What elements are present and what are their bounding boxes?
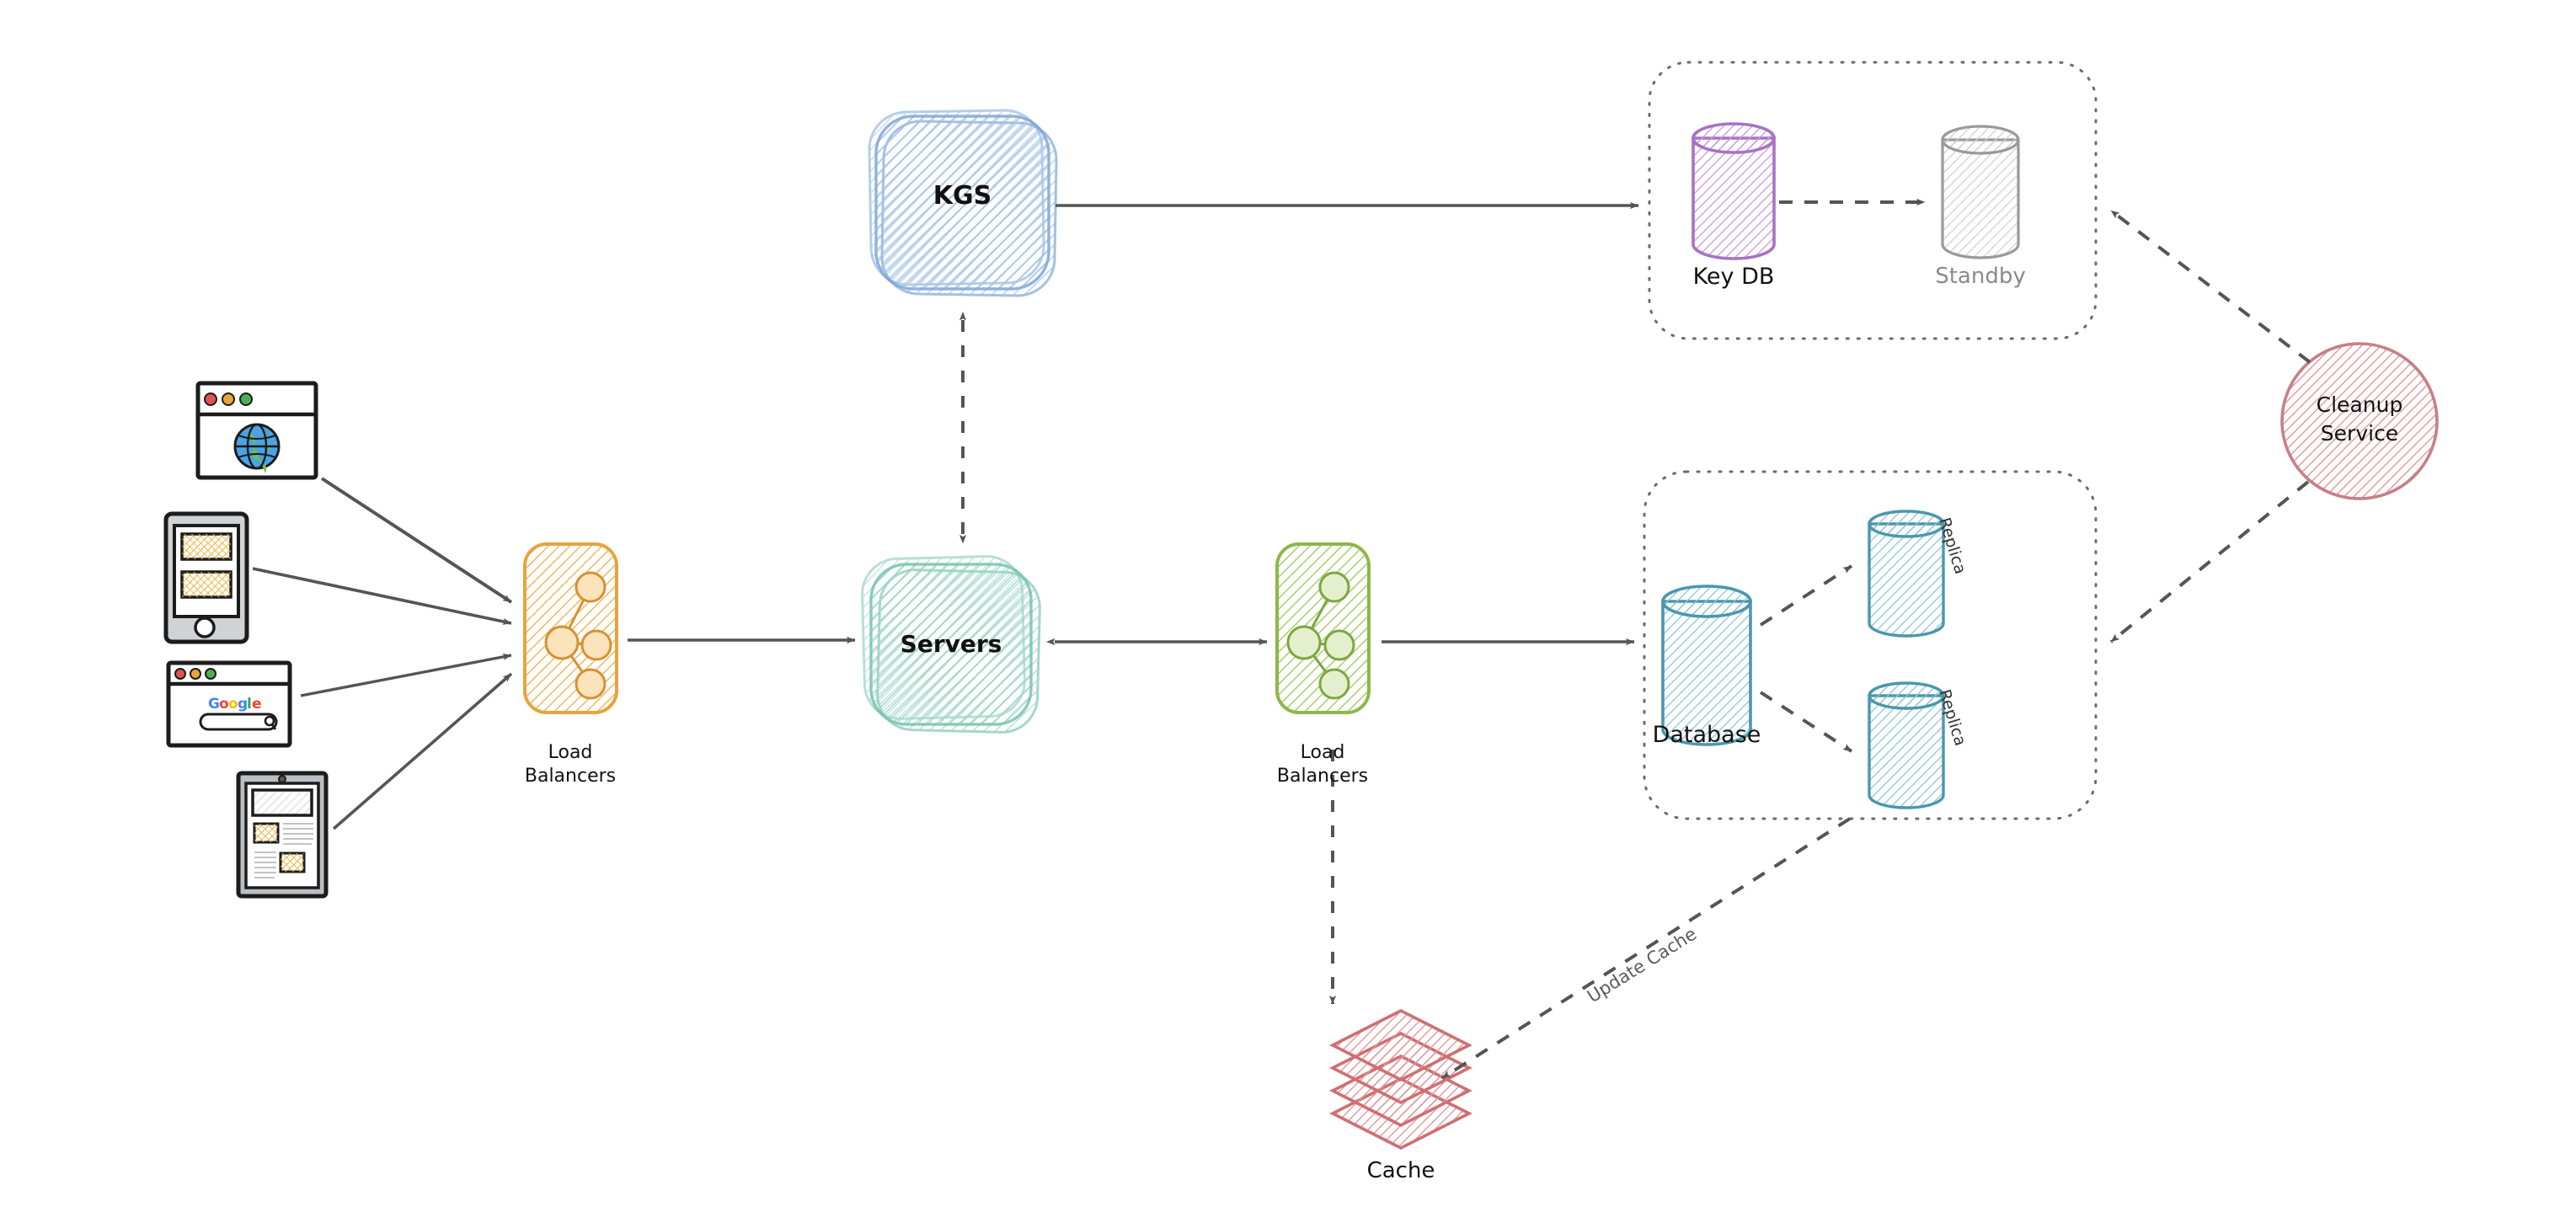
svg-text:o: o <box>219 696 229 713</box>
edge-database-to-cache <box>1440 817 1852 1080</box>
node-graph-icon <box>544 571 612 700</box>
node-cache[interactable] <box>1329 1008 1472 1151</box>
client-tablet[interactable] <box>236 771 329 899</box>
edge-database-to-replica-top <box>1759 564 1853 627</box>
client-browser-globe[interactable] <box>195 381 318 480</box>
globe-icon <box>233 423 281 473</box>
client-browser-search[interactable]: G o o g l e <box>166 660 292 748</box>
svg-text:e: e <box>252 696 262 713</box>
tablet-content-block-2b <box>281 853 304 872</box>
search-icon <box>264 715 277 730</box>
node-key-db[interactable] <box>1692 122 1776 260</box>
google-search-input[interactable] <box>199 713 278 731</box>
phone-content-block-2b <box>182 572 231 597</box>
edges-layer <box>252 198 2311 1080</box>
node-graph-icon <box>1286 571 1355 700</box>
window-maximize-dot <box>205 668 216 680</box>
client-smartphone[interactable] <box>163 511 249 644</box>
svg-text:l: l <box>247 696 252 713</box>
node-servers[interactable] <box>861 555 1041 734</box>
tablet-content-block-1b <box>254 824 278 842</box>
node-cleanup-service[interactable] <box>2280 342 2439 500</box>
tablet-text-lines <box>254 823 313 878</box>
edge-client-browser-search-to-lb <box>300 653 512 697</box>
edge-client-browser-globe-to-lb <box>320 477 513 604</box>
google-logo: G o o g l e <box>208 696 262 713</box>
svg-text:g: g <box>238 696 248 713</box>
svg-text:o: o <box>228 696 238 713</box>
database-group-box <box>1643 470 2098 820</box>
window-minimize-dot <box>190 668 201 680</box>
node-standby[interactable] <box>1941 125 2020 259</box>
svg-text:G: G <box>208 696 220 713</box>
node-load-balancers-back[interactable] <box>1275 542 1371 714</box>
node-replica-bottom[interactable] <box>1868 681 1945 809</box>
edge-database-to-replica-bottom <box>1759 691 1853 753</box>
key-db-group-box <box>1648 61 2098 340</box>
window-close-dot <box>174 668 186 680</box>
tablet-hero-image <box>251 788 313 817</box>
window-minimize-dot <box>222 392 235 406</box>
node-kgs[interactable] <box>868 109 1058 297</box>
edge-cleanup-to-key-db-group <box>2109 209 2311 364</box>
edge-client-tablet-to-lb <box>332 672 513 830</box>
edge-cleanup-to-database-group <box>2109 480 2310 643</box>
edge-client-smartphone-to-lb <box>252 567 512 625</box>
window-maximize-dot <box>239 392 253 406</box>
window-close-dot <box>204 392 217 406</box>
node-replica-top[interactable] <box>1868 510 1945 638</box>
tablet-camera <box>278 775 286 783</box>
phone-home-button[interactable] <box>194 617 216 638</box>
node-database[interactable] <box>1661 585 1752 746</box>
node-load-balancers-front[interactable] <box>523 542 618 714</box>
phone-content-block-1b <box>182 534 231 559</box>
